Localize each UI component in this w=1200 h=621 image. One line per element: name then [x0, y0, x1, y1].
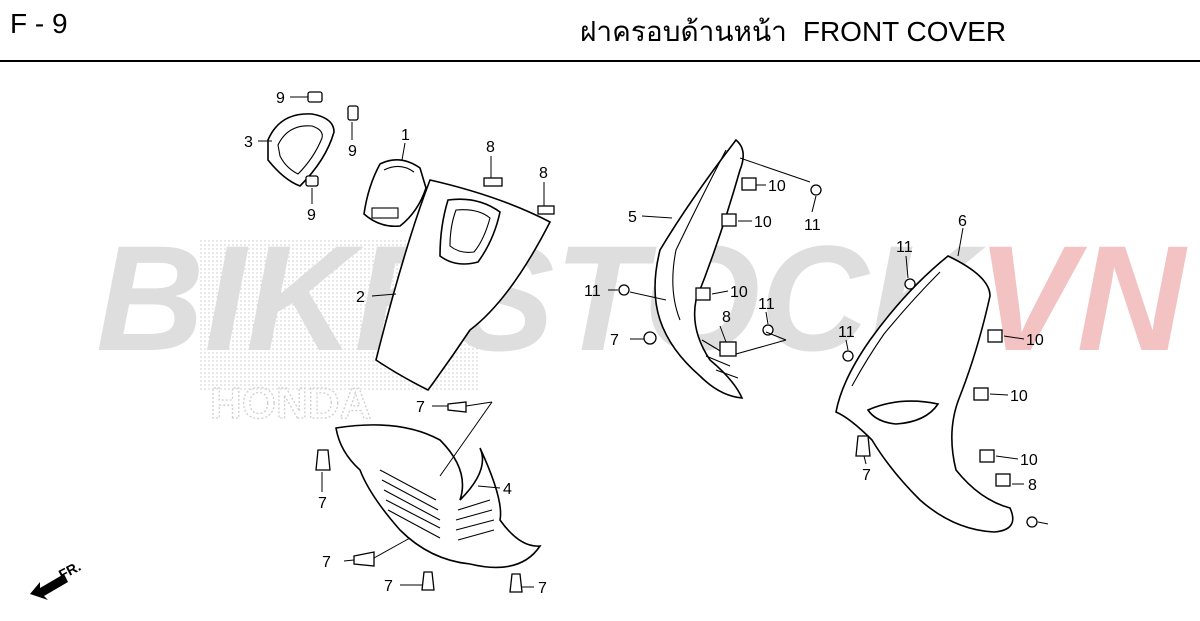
callout-1: 1 [401, 127, 410, 144]
clip-9c [305, 175, 319, 187]
front-arrow-icon [30, 574, 68, 600]
callout-7a: 7 [610, 332, 619, 349]
callout-2: 2 [356, 289, 365, 306]
screw-11c [762, 324, 774, 336]
callout-11a: 11 [804, 217, 821, 234]
clip-8b [537, 205, 555, 215]
nut-10d [987, 329, 1003, 343]
clip-8d [995, 473, 1011, 487]
direction-marker: FR. [30, 558, 83, 600]
sheet-code: F - 9 [10, 8, 68, 39]
clip-8a [483, 177, 503, 187]
clip-9a [307, 91, 323, 103]
rivet-7f [421, 571, 435, 591]
clip-8c [719, 341, 737, 357]
part-6-side-panel [835, 255, 1014, 533]
callout-7g: 7 [538, 580, 547, 597]
title-english: FRONT COVER [802, 16, 1007, 47]
callout-7c: 7 [318, 495, 327, 512]
fasteners [305, 91, 1038, 593]
nut-10f [979, 449, 995, 463]
part-2-center-cover [375, 179, 552, 392]
watermark-text: BIKESTOCKVN [96, 214, 1188, 382]
callout-11e: 11 [838, 324, 855, 341]
callout-9a: 9 [276, 90, 285, 107]
callout-5: 5 [628, 209, 637, 226]
callout-4: 4 [503, 481, 512, 498]
callout-8b: 8 [539, 165, 548, 182]
clip-9b [347, 105, 359, 121]
title-thai: ฝาครอบด้านหน้า [580, 16, 787, 47]
rivet-7e [353, 551, 375, 567]
callout-6: 6 [958, 213, 967, 230]
part-3-bezel [267, 113, 335, 187]
nut-10a [741, 177, 757, 191]
callout-8c: 8 [722, 309, 731, 326]
callout-8d: 8 [1028, 477, 1037, 494]
callout-10c: 10 [730, 284, 748, 301]
rivet-7c [315, 449, 331, 471]
callout-10d: 10 [1026, 332, 1044, 349]
leader-lines [258, 96, 1049, 588]
rivet-7g [509, 573, 523, 593]
callout-10a: 10 [768, 178, 786, 195]
title-rule [0, 60, 1200, 62]
screw-11f [1026, 516, 1038, 528]
callout-8a: 8 [486, 139, 495, 156]
watermark-grey: BIKESTOCK [96, 214, 986, 382]
rivet-7a [643, 331, 657, 345]
nut-10b [721, 213, 737, 227]
screw-11d [904, 278, 916, 290]
watermark: BIKESTOCKVN HONDA [96, 214, 1188, 429]
honda-watermark: HONDA [210, 379, 371, 428]
callout-11c: 11 [758, 296, 775, 313]
watermark-red: VN [977, 214, 1188, 382]
callout-11b: 11 [584, 283, 601, 300]
callout-9b: 9 [348, 143, 357, 160]
callout-3: 3 [244, 134, 253, 151]
callout-10f: 10 [1020, 452, 1038, 469]
screw-11e [842, 350, 854, 362]
part-1-meter-lens [363, 159, 427, 228]
screw-11b [618, 284, 630, 296]
screw-11a [810, 184, 822, 196]
sheet-title: ฝาครอบด้านหน้า FRONT COVER [580, 10, 1006, 54]
rivet-7d [855, 435, 871, 457]
callout-9c: 9 [307, 207, 316, 224]
nut-10e [973, 387, 989, 401]
callout-10e: 10 [1010, 388, 1028, 405]
callout-11d: 11 [896, 239, 913, 256]
callout-7b: 7 [416, 399, 425, 416]
rivet-7b [447, 401, 467, 413]
callout-7e: 7 [322, 554, 331, 571]
callout-10b: 10 [754, 214, 772, 231]
part-4-lower-cover [335, 424, 542, 569]
nut-10c [695, 287, 711, 301]
callout-7f: 7 [384, 578, 393, 595]
callout-7d: 7 [862, 467, 871, 484]
callout-labels: 9 9 9 3 1 2 8 8 4 5 6 10 10 10 10 10 10 … [244, 90, 1044, 597]
